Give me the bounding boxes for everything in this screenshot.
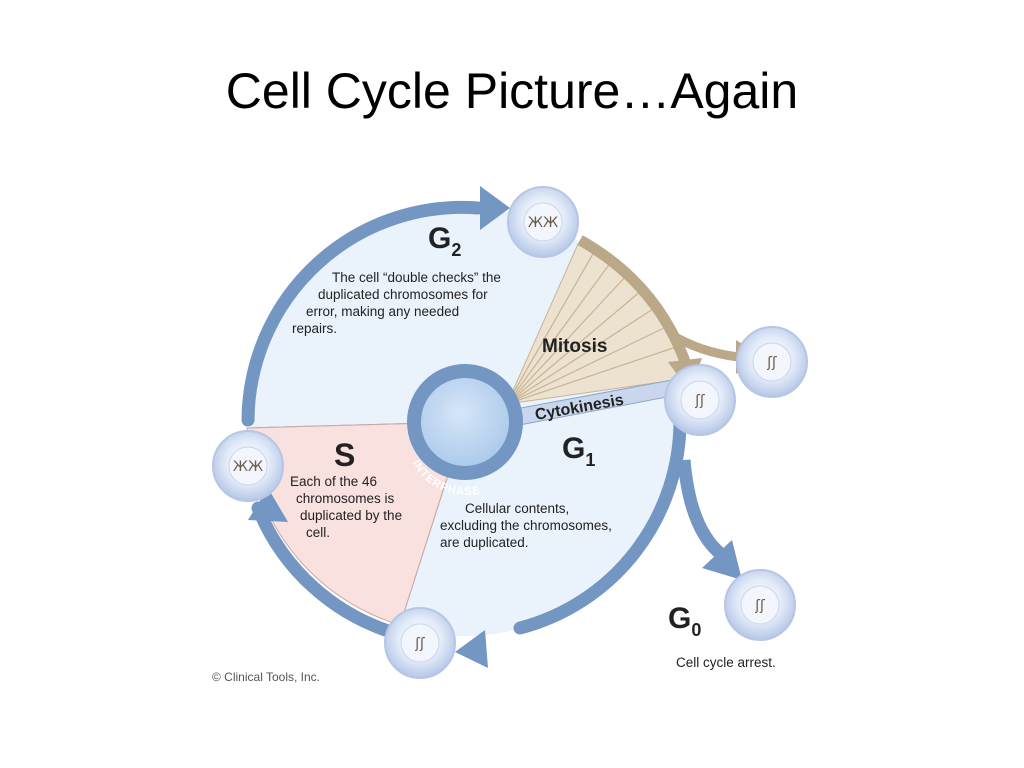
- g0-arrow: [677, 459, 727, 561]
- single-chromosomes-icon: ʃʃ: [414, 636, 425, 652]
- ring-arrowhead: [455, 630, 488, 668]
- cell-exit: ʃʃ: [736, 326, 808, 398]
- cell-g1: ʃʃ: [664, 364, 736, 436]
- exit-arrow: [669, 331, 739, 362]
- single-chromosomes-icon: ʃʃ: [766, 355, 777, 371]
- duplicated-chromosomes-icon: ЖЖ: [233, 459, 263, 475]
- s-description: Each of the 46 chromosomes is duplicated…: [290, 474, 406, 540]
- cell-left: ЖЖ: [212, 430, 284, 502]
- mitosis-rays: [506, 251, 680, 405]
- mitosis-arrow: [577, 235, 694, 372]
- single-chromosomes-icon: ʃʃ: [694, 393, 705, 409]
- cell-g0: ʃʃ: [724, 569, 796, 641]
- g0-description: Cell cycle arrest.: [676, 655, 776, 670]
- single-chromosomes-icon: ʃʃ: [754, 598, 765, 614]
- s-label: S: [334, 437, 355, 473]
- g1-label: G1: [562, 432, 595, 470]
- g1-description: Cellular contents, excluding the chromos…: [440, 501, 616, 550]
- hub-core: [421, 378, 509, 466]
- copyright-text: © Clinical Tools, Inc.: [212, 670, 320, 684]
- cycle-ring: [241, 200, 687, 641]
- duplicated-chromosomes-icon: ЖЖ: [528, 215, 558, 231]
- g2-label: G2: [428, 222, 461, 260]
- g2-description: The cell “double checks” the duplicated …: [292, 270, 505, 336]
- slide-title: Cell Cycle Picture…Again: [225, 63, 799, 119]
- ring-arrowhead: [480, 186, 510, 230]
- cell-bottom: ʃʃ: [384, 607, 456, 679]
- mitosis-label: Mitosis: [542, 336, 607, 357]
- g0-label: G0: [668, 602, 701, 640]
- g0-arrowhead: [702, 540, 742, 580]
- cell-top: ЖЖ: [507, 186, 579, 258]
- ring-arrowhead: [248, 488, 288, 522]
